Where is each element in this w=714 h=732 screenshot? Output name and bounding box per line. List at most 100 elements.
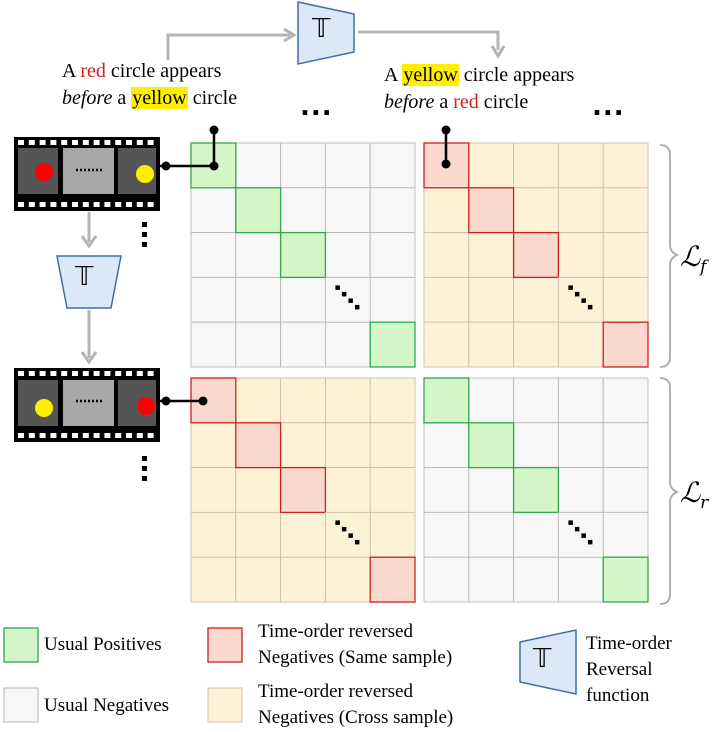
matrix-cell <box>369 467 416 513</box>
sprocket-hole <box>136 202 143 207</box>
sprocket-hole <box>126 140 132 145</box>
yellow-circle-icon <box>136 165 154 183</box>
matrix-cell <box>423 232 470 278</box>
reversal-symbol-left: 𝕋 <box>75 262 94 292</box>
bracket-reverse <box>659 377 680 605</box>
diagonal-ellipsis-dot <box>581 533 586 538</box>
sprocket-hole <box>18 140 24 145</box>
ellipsis-vertical-2 <box>142 456 147 481</box>
sprocket-hole <box>18 371 24 376</box>
matrix-cell <box>513 511 559 558</box>
matrix-cell <box>423 422 470 469</box>
matrix-cell <box>602 511 649 558</box>
matrix-cell <box>369 232 416 278</box>
diagonal-ellipsis-dot <box>574 291 580 297</box>
diagonal-ellipsis-dot <box>574 526 580 532</box>
matrix-diagonal-cell <box>369 556 416 603</box>
sprocket-hole <box>93 140 100 145</box>
matrix-cell <box>423 556 470 603</box>
sprocket-hole <box>50 433 57 438</box>
matrix-cell <box>190 511 237 558</box>
matrix-cell <box>423 187 470 234</box>
diagonal-ellipsis-dot <box>348 298 353 303</box>
sprocket-hole <box>104 140 111 145</box>
matrix-cell <box>369 511 416 558</box>
matrix-cell <box>324 467 371 513</box>
matrix-cell <box>468 467 515 513</box>
sprocket-hole <box>82 202 89 207</box>
sprocket-hole <box>18 202 24 207</box>
matrix-cell <box>513 321 559 368</box>
matrix-cell <box>235 276 282 323</box>
matrix-cell <box>280 511 326 558</box>
sprocket-hole <box>126 202 132 207</box>
matrix-cell <box>235 321 282 368</box>
matrix-cell <box>602 377 649 424</box>
sprocket-hole <box>93 433 100 438</box>
legend-swatch-negative <box>3 687 39 723</box>
red-word: red <box>453 91 479 113</box>
ellipsis-top-right: ... <box>592 92 625 122</box>
sprocket-hole <box>39 371 46 376</box>
matrix-cell <box>235 142 282 189</box>
matrix-cell <box>557 377 604 424</box>
loss-forward-label: ℒf <box>680 240 707 277</box>
legend-swatch-same-sample <box>207 627 243 663</box>
sprocket-hole <box>93 202 100 207</box>
sprocket-hole <box>147 371 154 376</box>
legend-reversal-module <box>519 629 577 695</box>
matrix-cell <box>602 187 649 234</box>
matrix-cell <box>557 321 604 368</box>
matrix-cell <box>602 467 649 513</box>
matrix-cell <box>557 276 604 323</box>
red-circle-icon <box>35 163 53 181</box>
matrix-cell <box>235 511 282 558</box>
legend-cross-sample-line1: Time-order reversed <box>258 681 413 702</box>
sprocket-hole <box>82 140 89 145</box>
yellow-word: yellow <box>402 64 459 86</box>
diagonal-ellipsis-dot <box>354 539 360 545</box>
sprocket-hole <box>136 433 143 438</box>
sprocket-hole <box>147 433 154 438</box>
matrix-cell <box>557 422 604 469</box>
reversal-module-top <box>297 1 355 65</box>
diagonal-ellipsis-dot <box>341 291 347 297</box>
diagonal-ellipsis-dot <box>335 520 340 525</box>
film-sprockets <box>18 140 154 207</box>
matrix-cell <box>190 187 237 234</box>
matrix-cell <box>468 377 515 424</box>
matrix-cell <box>468 276 515 323</box>
matrix-cell <box>513 187 559 234</box>
caption-left-line1: A red circle appears <box>62 60 222 82</box>
bracket-forward <box>659 144 680 368</box>
matrix-cell <box>602 232 649 278</box>
video-filmstrip-bottom <box>14 368 160 442</box>
legend-swatch-positive <box>3 627 39 663</box>
diagonal-ellipsis-dot <box>587 539 593 545</box>
diagonal-ellipsis-dot <box>348 533 353 538</box>
top-arrow-head <box>490 45 506 59</box>
matrix-cell <box>423 467 470 513</box>
ellipsis-top-left: ... <box>300 92 333 122</box>
sprocket-hole <box>115 202 122 207</box>
diagonal-ellipsis-dot <box>335 285 340 290</box>
matrix-diagonal-cell <box>512 466 560 514</box>
matrix-cell <box>235 556 282 603</box>
sprocket-hole <box>147 140 154 145</box>
matrix-diagonal-cell <box>235 187 282 234</box>
matrix-cell <box>468 556 515 603</box>
matrix-cell <box>513 556 559 603</box>
sprocket-hole <box>61 433 68 438</box>
sprocket-hole <box>93 371 100 376</box>
matrix-forward-same <box>190 142 416 368</box>
matrix-cell <box>369 377 416 424</box>
ellipsis-vertical-1 <box>142 222 147 247</box>
sprocket-hole <box>50 140 57 145</box>
matrix-cell <box>468 511 515 558</box>
legend-same-sample-line1: Time-order reversed <box>258 621 413 642</box>
matrix-cell <box>324 276 371 323</box>
sprocket-hole <box>39 433 46 438</box>
matrix-cell <box>423 276 470 323</box>
matrix-reverse-same <box>190 377 416 603</box>
sprocket-hole <box>115 371 122 376</box>
